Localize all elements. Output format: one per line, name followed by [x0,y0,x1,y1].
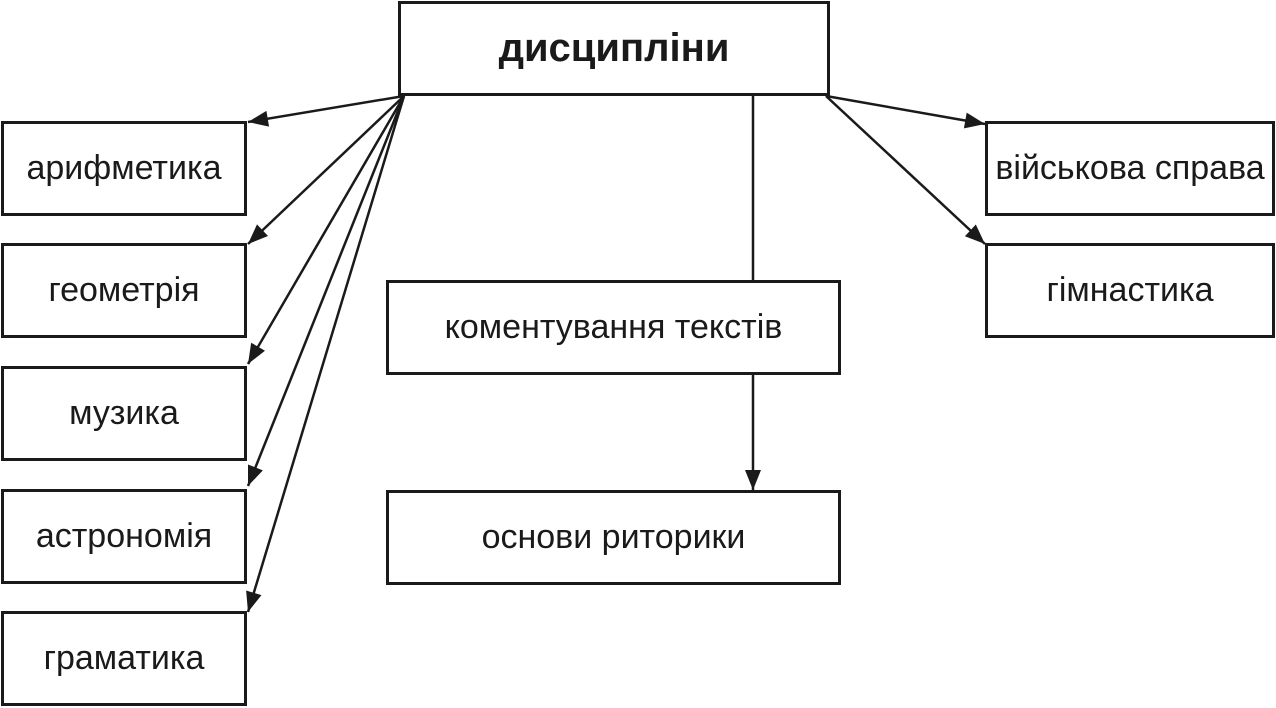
edge-to-geometry-line [247,95,405,245]
edge-to-grammar-arrowhead [246,590,262,612]
node-military-affairs: військова справа [985,121,1275,216]
node-grammar: граматика [1,611,247,706]
node-label: арифметика [26,149,222,187]
edge-to-arithmetic-arrowhead [248,110,270,127]
root-label: дисципліни [498,26,730,70]
edge-to-grammar-line [246,95,406,613]
root-node-disciplines: дисципліни [398,1,830,96]
node-gymnastics: гімнастика [985,243,1275,338]
edge-to-astronomy-arrowhead [248,464,263,486]
node-label: військова справа [995,149,1265,187]
node-label: граматика [43,639,205,677]
edge-to-gymnastics-arrowhead [964,224,985,244]
node-text-commentary: коментування текстів [386,280,841,375]
node-music: музика [1,366,247,461]
node-geometry: геометрія [1,243,247,338]
node-label: астрономія [35,517,213,555]
node-astronomy: астрономія [1,489,247,584]
node-label: геометрія [48,271,200,309]
node-label: музика [69,394,179,432]
edge-to-gymnastics-line [825,95,986,245]
node-label: основи риторики [481,518,746,556]
edge-to-military-affairs-arrowhead [963,112,985,129]
node-label: гімнастика [1046,271,1214,309]
node-arithmetic: арифметика [1,121,247,216]
node-rhetoric-basics: основи риторики [386,490,841,585]
edge-to-military-affairs-line [825,94,986,126]
edge-to-arithmetic-line [247,94,405,124]
edge-to-music-arrowhead [248,342,265,364]
edge-to-music-line [246,95,406,365]
edge-to-rhetoric-basics-arrowhead [745,470,761,490]
edge-to-geometry-arrowhead [248,224,269,244]
edge-to-astronomy-line [246,95,406,487]
node-label: коментування текстів [444,308,783,346]
